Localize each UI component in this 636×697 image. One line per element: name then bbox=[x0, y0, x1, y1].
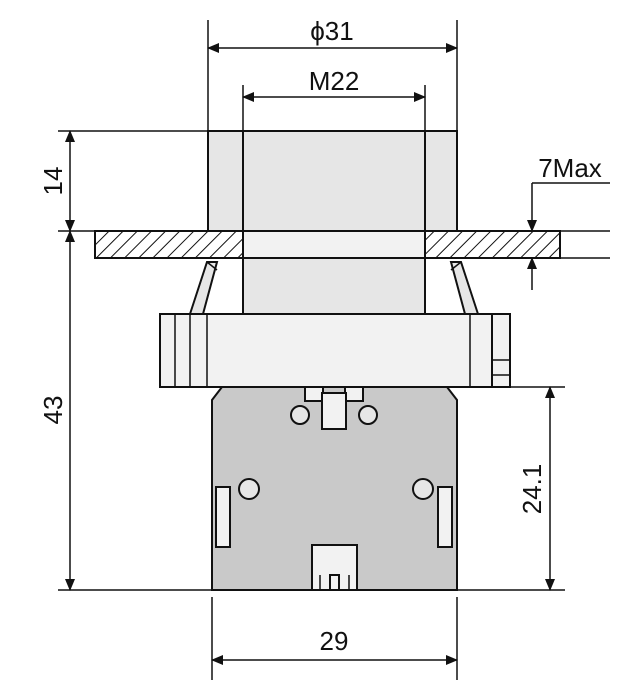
dimension-outer-diameter: ϕ31 bbox=[207, 16, 458, 53]
dimension-block-width: 29 bbox=[211, 626, 458, 665]
dim-label-head-height: 14 bbox=[38, 167, 68, 196]
dim-label-thread: M22 bbox=[309, 66, 360, 96]
dim-label-total-height: 43 bbox=[38, 396, 68, 425]
dim-label-outer-diameter: ϕ31 bbox=[310, 16, 353, 46]
dim-label-block-height: 24.1 bbox=[517, 464, 547, 515]
mounting-panel bbox=[94, 230, 561, 259]
button-head bbox=[207, 130, 458, 232]
spring-clip-left bbox=[188, 261, 219, 315]
dimension-block-height: 24.1 bbox=[517, 386, 555, 591]
spring-clip-right bbox=[449, 261, 480, 315]
dimension-thread: M22 bbox=[242, 66, 426, 102]
dim-label-panel-thickness: 7Max bbox=[538, 153, 602, 183]
button-stem bbox=[242, 257, 426, 315]
dimension-head-height: 14 bbox=[38, 130, 75, 232]
mounting-adapter bbox=[159, 313, 511, 388]
dimension-total-height: 43 bbox=[38, 230, 75, 591]
dim-label-block-width: 29 bbox=[320, 626, 349, 656]
dimension-panel-thickness: 7Max bbox=[527, 153, 610, 290]
contact-block bbox=[211, 386, 458, 591]
